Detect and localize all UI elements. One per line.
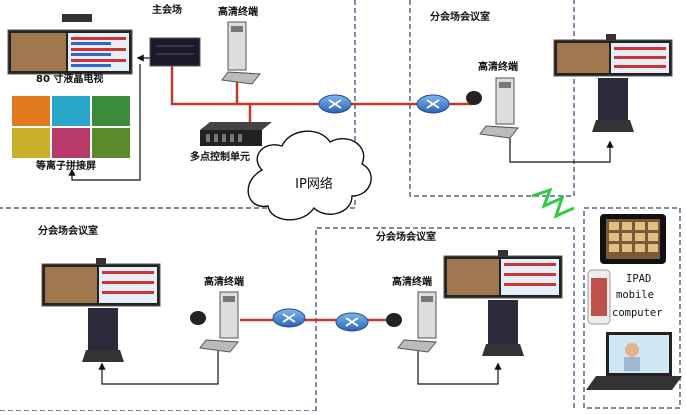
hd-terminal-icon xyxy=(466,77,519,139)
router-icon xyxy=(335,312,369,332)
branch-room-label-bottom-middle: 分会场会议室 xyxy=(376,230,436,243)
tv-stand-icon xyxy=(41,258,161,362)
hd-terminal-icon xyxy=(221,21,261,85)
plasma-wall-label: 等离子拼接屏 xyxy=(36,159,96,172)
tv-80-label: 80 寸液晶电视 xyxy=(36,72,103,85)
main-venue-label: 主会场 xyxy=(152,3,182,16)
router-icon xyxy=(416,94,450,114)
laptop-icon xyxy=(586,332,682,390)
ipad-label: IPAD xyxy=(626,273,651,285)
video-switch-icon xyxy=(149,37,201,67)
hd-terminal-label: 高清终端 xyxy=(218,5,258,18)
ipad-icon xyxy=(600,214,666,264)
ip-network-cloud-icon: IP网络 xyxy=(247,130,372,221)
branch-room-label-top-right: 分会场会议室 xyxy=(430,10,490,23)
tv-stand-icon xyxy=(553,34,673,132)
computer-label: computer xyxy=(612,307,663,319)
mcu-device-icon xyxy=(200,122,272,146)
ip-network-label: IP网络 xyxy=(295,176,333,192)
hd-terminal-icon xyxy=(190,291,239,353)
plasma-wall-icon xyxy=(12,96,130,158)
tv-stand-icon xyxy=(443,250,563,356)
video-links xyxy=(68,54,614,385)
hd-terminal-label-bottom-left: 高清终端 xyxy=(204,275,244,288)
branch-room-label-bottom-left: 分会场会议室 xyxy=(38,224,98,237)
hd-terminal-label-top-right: 高清终端 xyxy=(478,60,518,73)
mcu-label: 多点控制单元 xyxy=(190,150,250,163)
lcd-tv-icon xyxy=(7,14,133,75)
router-icon xyxy=(318,94,352,114)
router-icon xyxy=(272,308,306,328)
wireless-link-icon xyxy=(531,187,575,219)
hd-terminal-icon xyxy=(386,291,437,353)
mobile-phone-icon xyxy=(587,269,611,325)
mobile-label: mobile xyxy=(616,289,654,301)
hd-terminal-label-bottom-middle: 高清终端 xyxy=(392,275,432,288)
